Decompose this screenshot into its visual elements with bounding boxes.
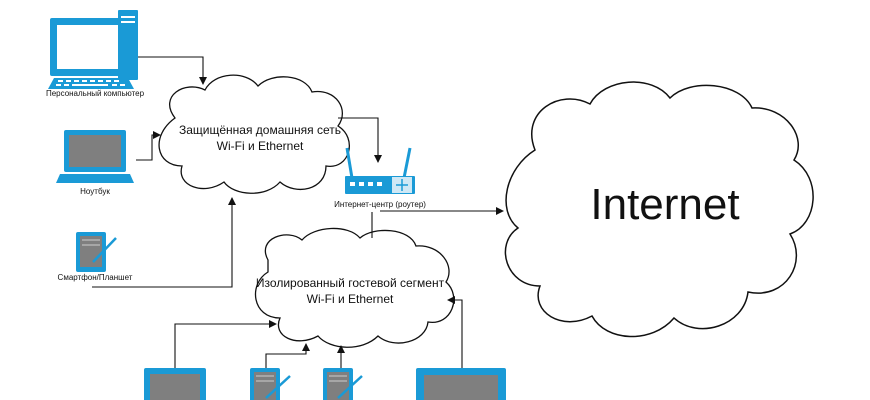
link-laptop-home bbox=[136, 131, 161, 161]
guest-tablet-2-icon bbox=[323, 368, 363, 400]
guest-cloud-line2: Wi-Fi и Ethernet bbox=[306, 292, 394, 306]
router-label: Интернет-центр (роутер) bbox=[334, 200, 426, 209]
guest-cloud-line1: Изолированный гостевой сегмент bbox=[255, 276, 445, 290]
pc-label: Персональный компьютер bbox=[45, 89, 145, 98]
guest-laptop-right-icon bbox=[416, 368, 506, 400]
tablet-icon bbox=[76, 232, 117, 272]
home-cloud-line2: Wi-Fi и Ethernet bbox=[216, 139, 304, 153]
personal-computer-icon bbox=[48, 10, 138, 89]
link-phone-home bbox=[92, 197, 236, 288]
guest-segment-cloud bbox=[254, 227, 455, 348]
router-icon bbox=[345, 147, 415, 194]
laptop-icon bbox=[56, 130, 134, 183]
link-tablet1-guest bbox=[265, 343, 310, 368]
guest-cloud-title: Изолированный гостевой сегмент Wi-Fi и E… bbox=[250, 275, 450, 307]
link-laptop2-guest bbox=[174, 320, 277, 368]
internet-cloud bbox=[504, 81, 814, 338]
guest-laptop-left-icon bbox=[144, 368, 206, 400]
link-home-router bbox=[338, 117, 382, 163]
laptop-label: Ноутбук bbox=[80, 187, 110, 196]
phone-label: Смартфон/Планшет bbox=[57, 273, 133, 282]
guest-tablet-1-icon bbox=[250, 368, 291, 400]
internet-label: Internet bbox=[590, 180, 740, 229]
home-cloud-title: Защищённая домашняя сеть Wi-Fi и Etherne… bbox=[160, 122, 360, 154]
link-pc-home bbox=[138, 56, 207, 85]
connections bbox=[92, 56, 504, 368]
link-laptop3-guest bbox=[447, 296, 463, 368]
home-cloud-line1: Защищённая домашняя сеть bbox=[178, 123, 341, 137]
